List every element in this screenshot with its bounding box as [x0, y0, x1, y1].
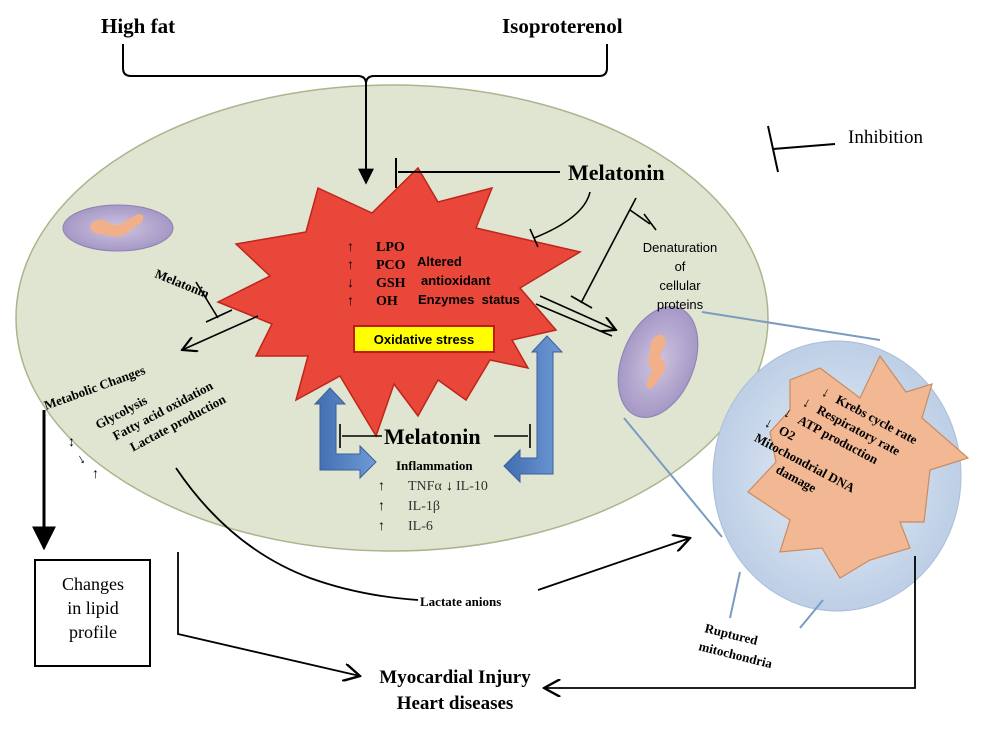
- lactate-curve: [175, 467, 419, 601]
- inflam-arrow-up: ↑: [378, 517, 385, 533]
- denaturation-line-4: proteins: [657, 297, 704, 312]
- legend-inhibition-label: Inhibition: [848, 127, 923, 148]
- ruptured-line-2: mitochondria: [697, 638, 774, 671]
- inflam-tnfa: TNFα: [408, 479, 442, 494]
- star-to-organelle-2: [539, 295, 616, 330]
- denaturation-line-3: cellular: [659, 278, 701, 293]
- rupture-line-right: [799, 599, 824, 629]
- cell-to-outcome: [177, 552, 360, 676]
- melatonin-center: Melatonin: [384, 424, 481, 449]
- inflam-arrow-up: ↑: [378, 477, 385, 493]
- altered-line-1: Altered: [417, 254, 462, 269]
- marker-oh: OH: [376, 294, 398, 309]
- oxidative-markers: ↑ LPO ↑ PCO ↓ GSH ↑ OH: [347, 238, 406, 309]
- organelle-left-inner: [90, 214, 144, 237]
- inflam-il10: IL-10: [456, 479, 488, 494]
- oxidative-stress-star: [216, 166, 582, 438]
- inhibit-bar-denat: [570, 295, 593, 309]
- inducer-isoproterenol: Isoproterenol: [502, 14, 623, 38]
- inflammation-title: Inflammation: [396, 458, 473, 473]
- lipid-line-1: Changes: [62, 574, 124, 594]
- lipid-line-2: in lipid: [67, 598, 119, 618]
- altered-line-2: antioxidant: [421, 273, 491, 288]
- mitochondria-star: [747, 354, 970, 579]
- inhibit-bar-small: [205, 309, 233, 323]
- inhibit-curve-star: [533, 191, 591, 239]
- marker-arrow-up: ↑: [347, 256, 354, 272]
- mito-to-outcome: [544, 556, 916, 688]
- mito-o2: O2: [776, 422, 798, 443]
- legend-inhibition-line: [772, 143, 836, 150]
- outcome-line-1: Myocardial Injury: [379, 667, 531, 688]
- inflam-arrow-down: ↓: [446, 477, 453, 493]
- oxidative-stress-box: [353, 325, 495, 353]
- star-to-metabolic: [182, 315, 259, 350]
- inhibit-line-denat2: [629, 209, 651, 225]
- marker-lpo: LPO: [376, 240, 405, 255]
- marker-arrow-up: ↑: [347, 238, 354, 254]
- outcome-line-2: Heart diseases: [397, 693, 514, 714]
- lipid-box: [34, 559, 151, 667]
- inhibit-bar-denat2: [643, 213, 657, 231]
- inducer-bracket: [122, 44, 608, 176]
- blue-arrow-right: [503, 335, 564, 484]
- inhibit-line-small: [195, 281, 219, 319]
- lactate-anions: Lactate anions: [420, 594, 501, 609]
- lactate-to-mito: [537, 538, 690, 591]
- metabolic-arrow-up: ↑: [92, 465, 99, 481]
- inflam-arrow-up: ↑: [378, 497, 385, 513]
- inhibit-bar-curve: [529, 228, 539, 248]
- marker-arrow-up: ↑: [347, 292, 354, 308]
- oxidative-stress-label: Oxidative stress: [374, 332, 474, 347]
- inducer-high-fat: High fat: [101, 14, 175, 38]
- star-to-organelle-1: [535, 303, 613, 337]
- denaturation-line-2: of: [675, 259, 686, 274]
- inflam-il6: IL-6: [408, 519, 433, 534]
- blue-arrow-left: [313, 387, 377, 480]
- lipid-line-3: profile: [69, 622, 117, 642]
- melatonin-top: Melatonin: [568, 160, 665, 185]
- zoom-connector-bottom: [623, 417, 723, 538]
- inflam-il1b: IL-1β: [408, 499, 440, 514]
- organelle-right-inner: [646, 334, 666, 389]
- altered-line-3: Enzymes status: [418, 292, 520, 307]
- marker-pco: PCO: [376, 258, 406, 273]
- denaturation-line-1: Denaturation: [643, 240, 717, 255]
- inhibit-line-denat: [580, 197, 637, 304]
- rupture-line-left: [729, 571, 741, 619]
- zoom-connector-top: [701, 311, 881, 341]
- marker-gsh: GSH: [376, 276, 406, 291]
- marker-arrow-down: ↓: [347, 274, 354, 290]
- metabolic-arrow-updown: ↕: [68, 433, 75, 449]
